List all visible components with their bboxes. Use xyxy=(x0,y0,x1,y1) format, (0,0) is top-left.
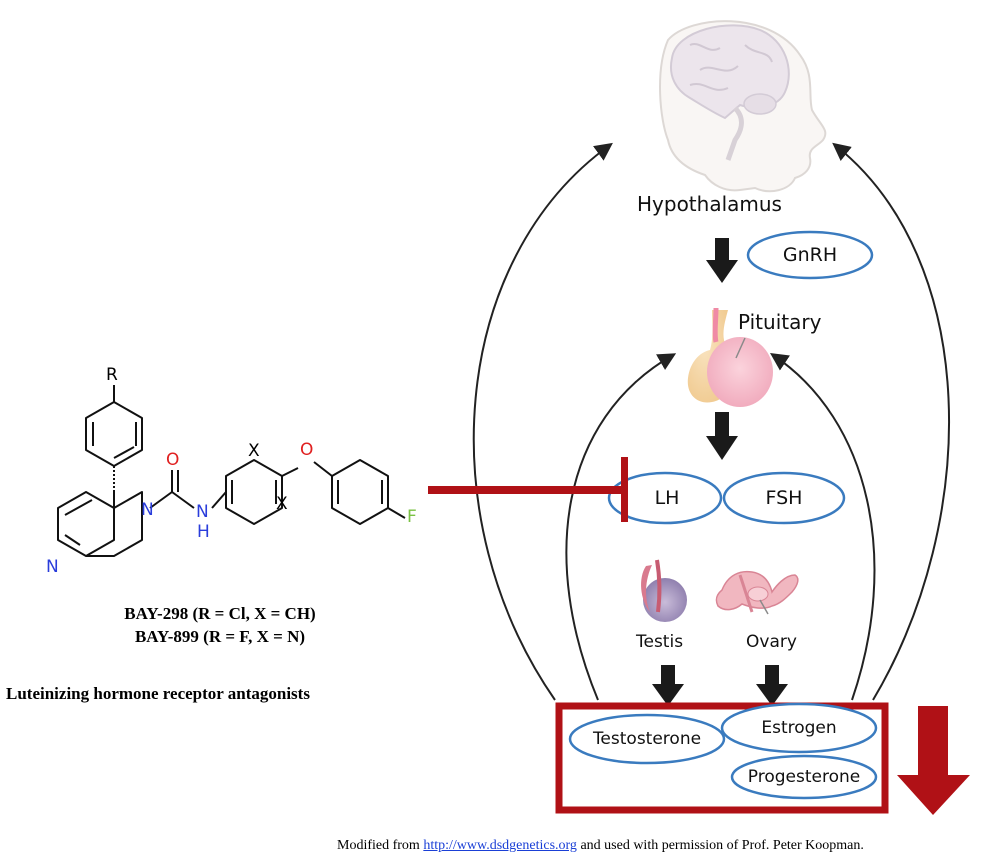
fsh-ellipse xyxy=(722,471,846,525)
atom-carbonyl-o: O xyxy=(166,450,180,470)
ovary-icon xyxy=(715,570,799,615)
pituitary-icon xyxy=(687,307,773,407)
testis-icon xyxy=(641,559,687,622)
atom-amide-n: N xyxy=(141,500,154,520)
atom-x-bottom: X xyxy=(276,494,288,514)
inhibition-bar xyxy=(428,457,628,522)
atom-f: F xyxy=(407,507,417,527)
fsh-label: FSH xyxy=(765,487,803,509)
testosterone-label: Testosterone xyxy=(592,729,702,749)
testis-label: Testis xyxy=(636,632,684,652)
gnrh-label: GnRH xyxy=(782,244,838,266)
feedback-arrow-outer-right xyxy=(832,142,951,701)
testosterone-ellipse xyxy=(568,713,726,765)
atom-ether-o: O xyxy=(300,440,314,460)
down-arrow-testis xyxy=(652,665,684,706)
estrogen-label: Estrogen xyxy=(761,718,837,738)
source-link[interactable]: http://www.dsdgenetics.org xyxy=(423,838,577,853)
footer-suffix: and used with permission of Prof. Peter … xyxy=(580,838,864,853)
atom-nh-n: N xyxy=(196,502,209,522)
footer-prefix: Modified from xyxy=(337,838,420,853)
atom-pyridine-n: N xyxy=(46,557,59,577)
feedback-arrow-inner-right xyxy=(770,352,876,701)
compound-bay899: BAY-899 (R = F, X = N) xyxy=(134,627,306,646)
drug-class-label: Luteinizing hormone receptor antagonists xyxy=(6,684,310,703)
atom-r: R xyxy=(106,365,118,385)
down-arrow-ovary xyxy=(756,665,788,706)
molecule-structure xyxy=(57,385,406,557)
ovary-label: Ovary xyxy=(746,632,797,652)
atom-nh-h: H xyxy=(197,522,210,542)
atom-x-top: X xyxy=(248,441,260,461)
lh-label: LH xyxy=(654,487,680,509)
progesterone-label: Progesterone xyxy=(747,767,861,787)
gnrh-ellipse xyxy=(746,230,874,280)
down-arrow-hypothalamus xyxy=(706,238,738,283)
brain-head-icon xyxy=(659,20,827,193)
hypothalamus-label: Hypothalamus xyxy=(637,192,782,216)
hormones-box xyxy=(555,702,889,814)
feedback-arrow-outer-left xyxy=(472,142,613,701)
compound-bay298: BAY-298 (R = Cl, X = CH) xyxy=(124,604,316,623)
lh-ellipse xyxy=(607,471,723,525)
progesterone-ellipse xyxy=(730,754,878,800)
estrogen-ellipse xyxy=(720,702,878,754)
attribution-footer: Modified from http://www.dsdgenetics.org… xyxy=(337,838,864,854)
decrease-arrow xyxy=(897,706,970,815)
down-arrow-pituitary xyxy=(706,412,738,460)
pituitary-label: Pituitary xyxy=(738,310,822,334)
feedback-arrow-inner-left xyxy=(565,353,677,701)
